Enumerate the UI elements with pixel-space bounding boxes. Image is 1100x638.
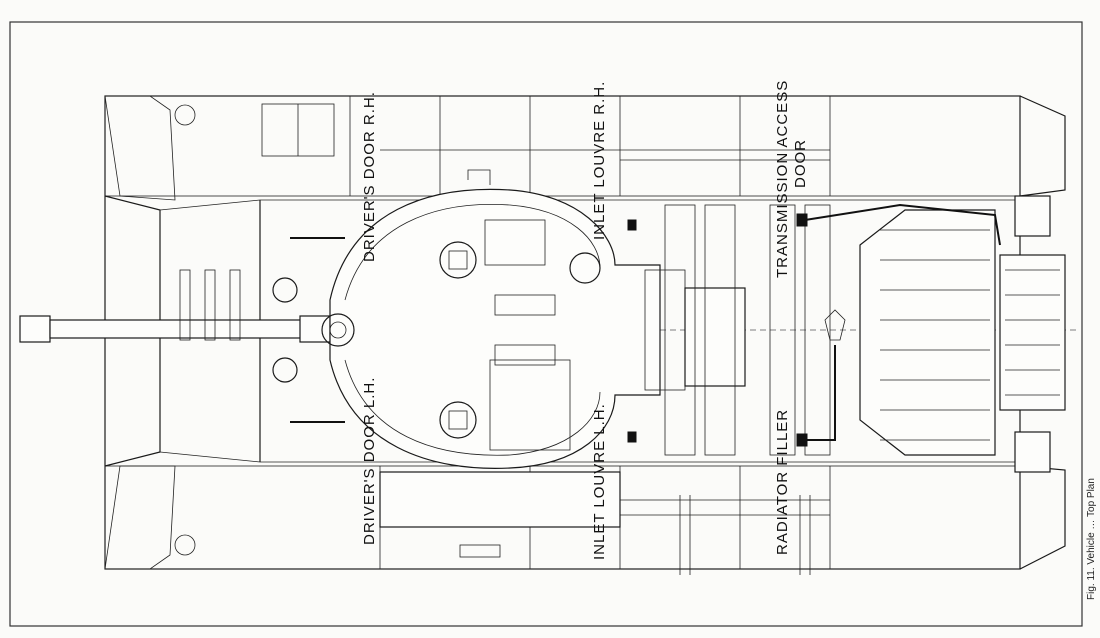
engine-deck — [620, 159, 831, 501]
label-drivers-door-rh: DRIVER'S DOOR R.H. — [361, 91, 378, 262]
label-inlet-louvre-rh: INLET LOUVRE R.H. — [591, 81, 608, 240]
drivers-hatches — [179, 237, 345, 423]
label-inlet-louvre-lh: INLET LOUVRE L.H. — [591, 403, 608, 560]
label-transmission-access: TRANSMISSION ACCESS — [774, 80, 791, 278]
rear-deck-grille — [859, 195, 1066, 473]
gun-barrel — [19, 315, 331, 343]
label-transmission-door: DOOR — [792, 139, 809, 188]
figure-caption: Fig. 11. Vehicle … Top Plan — [1086, 478, 1097, 600]
label-drivers-door-lh: DRIVER'S DOOR L.H. — [361, 377, 378, 545]
label-radiator-filler: RADIATOR FILLER — [774, 409, 791, 555]
page-frame — [9, 21, 1083, 627]
fittings — [174, 104, 1001, 575]
stowage-box — [261, 103, 621, 558]
turret — [321, 169, 746, 469]
